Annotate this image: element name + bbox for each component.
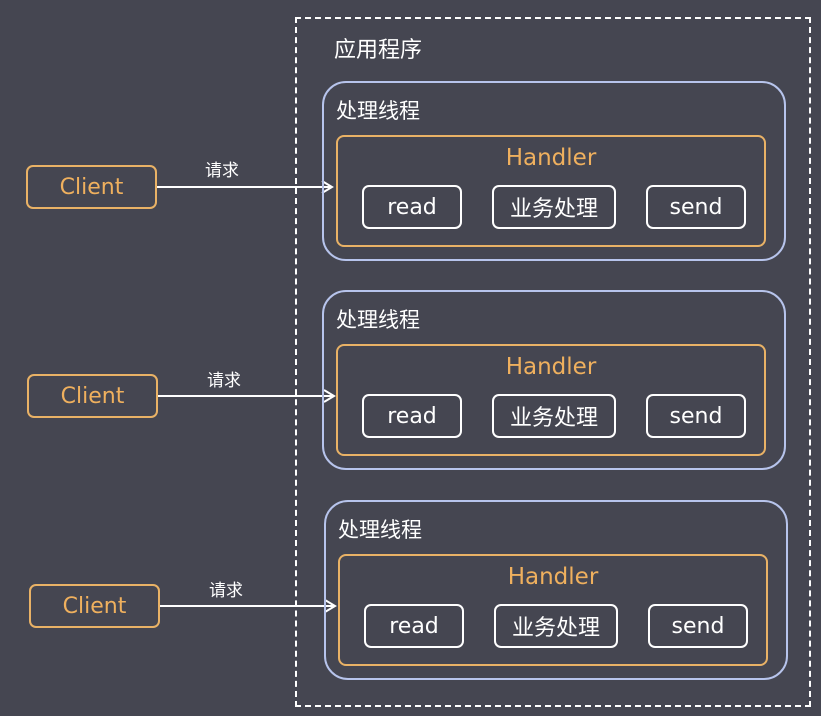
processing-thread-1: 处理线程 Handler read 业务处理 send <box>322 81 786 261</box>
client-box-3: Client <box>29 584 160 628</box>
thread-label: 处理线程 <box>336 308 420 332</box>
request-label-2: 请求 <box>207 371 241 391</box>
thread-label: 处理线程 <box>338 518 422 542</box>
send-step: send <box>646 394 746 438</box>
handler-label: Handler <box>507 564 599 590</box>
business-processing-step: 业务处理 <box>492 394 616 438</box>
read-step: read <box>362 185 462 229</box>
handler-box: Handler read 业务处理 send <box>336 135 766 247</box>
processing-thread-2: 处理线程 Handler read 业务处理 send <box>322 290 786 470</box>
handler-label: Handler <box>505 354 597 380</box>
send-step: send <box>648 604 748 648</box>
request-label-1: 请求 <box>205 161 239 181</box>
client-box-2: Client <box>27 374 158 418</box>
business-processing-step: 业务处理 <box>494 604 618 648</box>
request-arrowhead-3 <box>324 599 337 613</box>
read-step: read <box>364 604 464 648</box>
handler-box: Handler read 业务处理 send <box>336 344 766 456</box>
business-processing-step: 业务处理 <box>492 185 616 229</box>
request-arrowhead-2 <box>323 389 336 403</box>
handler-label: Handler <box>505 145 597 171</box>
client-box-1: Client <box>26 165 157 209</box>
request-label-3: 请求 <box>209 581 243 601</box>
request-arrowhead-1 <box>321 180 334 194</box>
thread-label: 处理线程 <box>336 99 420 123</box>
processing-thread-3: 处理线程 Handler read 业务处理 send <box>324 500 788 680</box>
read-step: read <box>362 394 462 438</box>
application-title: 应用程序 <box>334 38 423 63</box>
application-container <box>295 17 811 707</box>
handler-box: Handler read 业务处理 send <box>338 554 768 666</box>
send-step: send <box>646 185 746 229</box>
